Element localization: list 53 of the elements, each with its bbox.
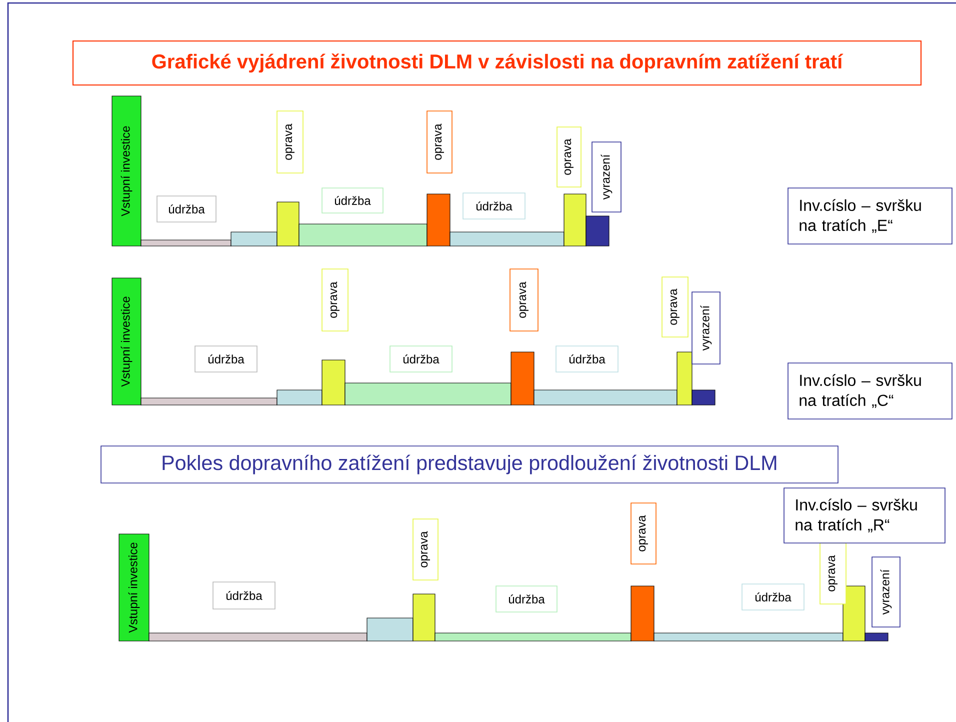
label-box: oprava (662, 276, 688, 338)
title-box: Grafické vyjádrení životnosti DLM v závislosti na dopravním zatížení tratí (72, 40, 922, 86)
label-box: oprava (412, 518, 438, 580)
investment-bar: Vstupní investice (118, 534, 150, 642)
label-box: oprava (426, 110, 452, 174)
label-box: údržba (194, 346, 258, 372)
label-box: údržba (556, 346, 618, 372)
label-box: údržba (742, 584, 804, 610)
bar (564, 194, 586, 246)
track-category-box: Inv.císlo – svršku na tratích „E“ (788, 188, 952, 244)
label-box: oprava (322, 268, 348, 332)
bar (230, 232, 278, 246)
label-box: údržba (390, 346, 452, 372)
subtitle-box: Pokles dopravního zatížení predstavuje prodloužení životnosti DLM (100, 446, 838, 484)
bar (322, 360, 346, 406)
bar (676, 352, 692, 406)
bar (298, 224, 428, 246)
track-category-box: Inv.císlo – svršku na tratích „C“ (788, 362, 952, 420)
bar (842, 586, 866, 642)
bar (344, 382, 512, 406)
label-box: oprava (276, 110, 304, 174)
bar (510, 352, 534, 406)
bar (366, 618, 414, 642)
bar (864, 632, 888, 642)
bar (630, 586, 654, 642)
investment-bar: Vstupní investice (112, 96, 142, 246)
bar (148, 632, 368, 642)
investment-bar: Vstupní investice (112, 278, 142, 406)
label-box: oprava (820, 542, 846, 604)
label-box: údržba (496, 586, 558, 612)
label-box: vyrazení (692, 292, 720, 364)
label-box: oprava (556, 126, 582, 188)
bar (654, 632, 844, 642)
label-box: údržba (156, 196, 216, 222)
label-box: údržba (322, 188, 384, 214)
bar (276, 202, 300, 246)
bar (276, 390, 322, 406)
label-box: vyrazení (592, 142, 622, 212)
label-box: oprava (510, 268, 538, 332)
bar (450, 232, 564, 246)
bar (140, 240, 232, 246)
label-box: vyrazení (872, 556, 900, 628)
label-box: oprava (630, 502, 656, 564)
bar (412, 594, 436, 642)
bar (692, 390, 716, 406)
bar (586, 216, 610, 246)
bar (434, 632, 632, 642)
track-category-box: Inv.císlo – svršku na tratích „R“ (784, 488, 946, 544)
label-box: údržba (462, 192, 526, 220)
label-box: údržba (212, 582, 276, 610)
bar (534, 390, 678, 406)
bar (140, 398, 278, 406)
bar (426, 194, 450, 246)
